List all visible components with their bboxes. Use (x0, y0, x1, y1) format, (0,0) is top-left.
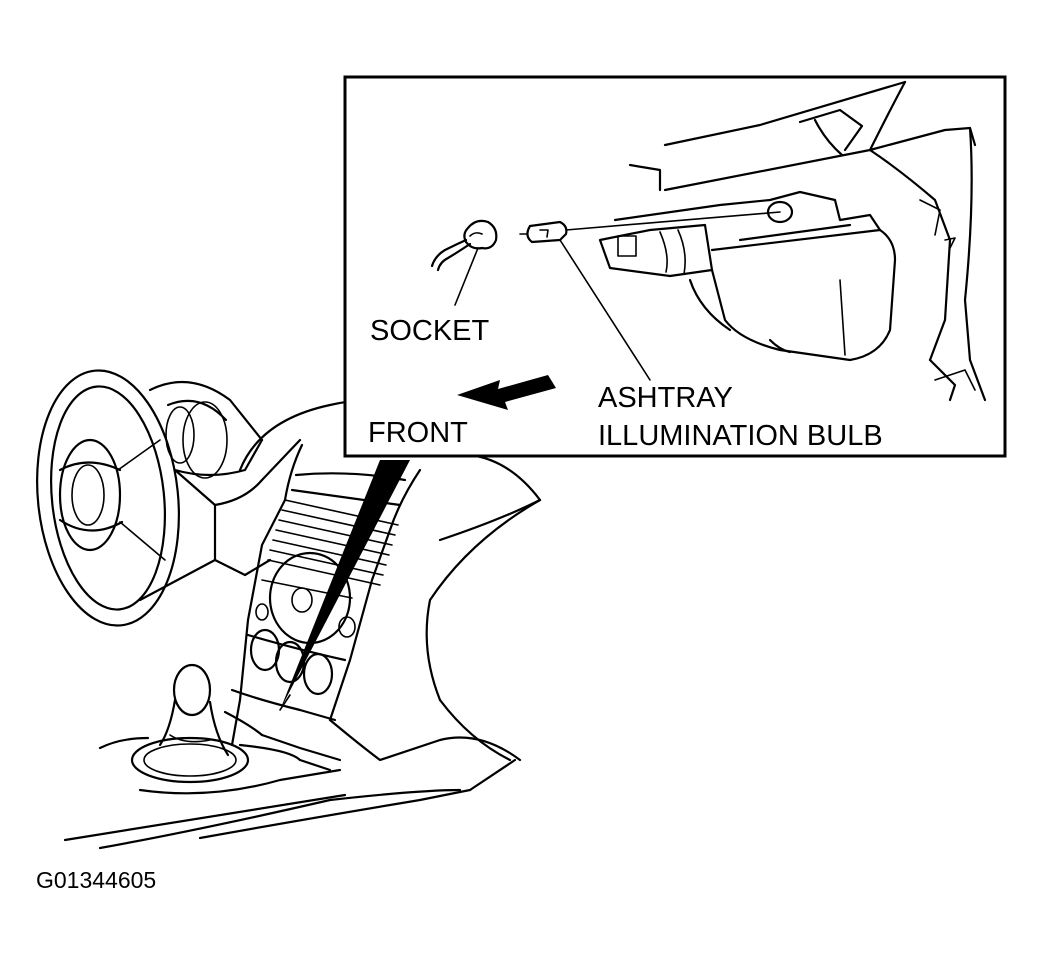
instrument-cluster (148, 380, 264, 479)
front-arrow-icon (457, 375, 556, 410)
dashboard-illustration (36, 369, 542, 850)
bulb-label-line1: ASHTRAY (598, 382, 733, 414)
gear-shifter (130, 663, 250, 784)
front-label: FRONT (368, 417, 468, 449)
bulb-part (519, 211, 781, 381)
bulb-label-line2: ILLUMINATION BULB (598, 420, 883, 452)
figure-code: G01344605 (36, 867, 156, 893)
socket-label: SOCKET (370, 315, 490, 347)
callout-pointer (280, 460, 410, 710)
steering-wheel (36, 369, 180, 627)
socket-part (430, 219, 498, 306)
detail-inset: SOCKET FRONT ASHTRAY ILLUMINATION BULB (343, 75, 1007, 458)
center-stack (223, 443, 422, 762)
ashtray-assembly (598, 80, 987, 402)
